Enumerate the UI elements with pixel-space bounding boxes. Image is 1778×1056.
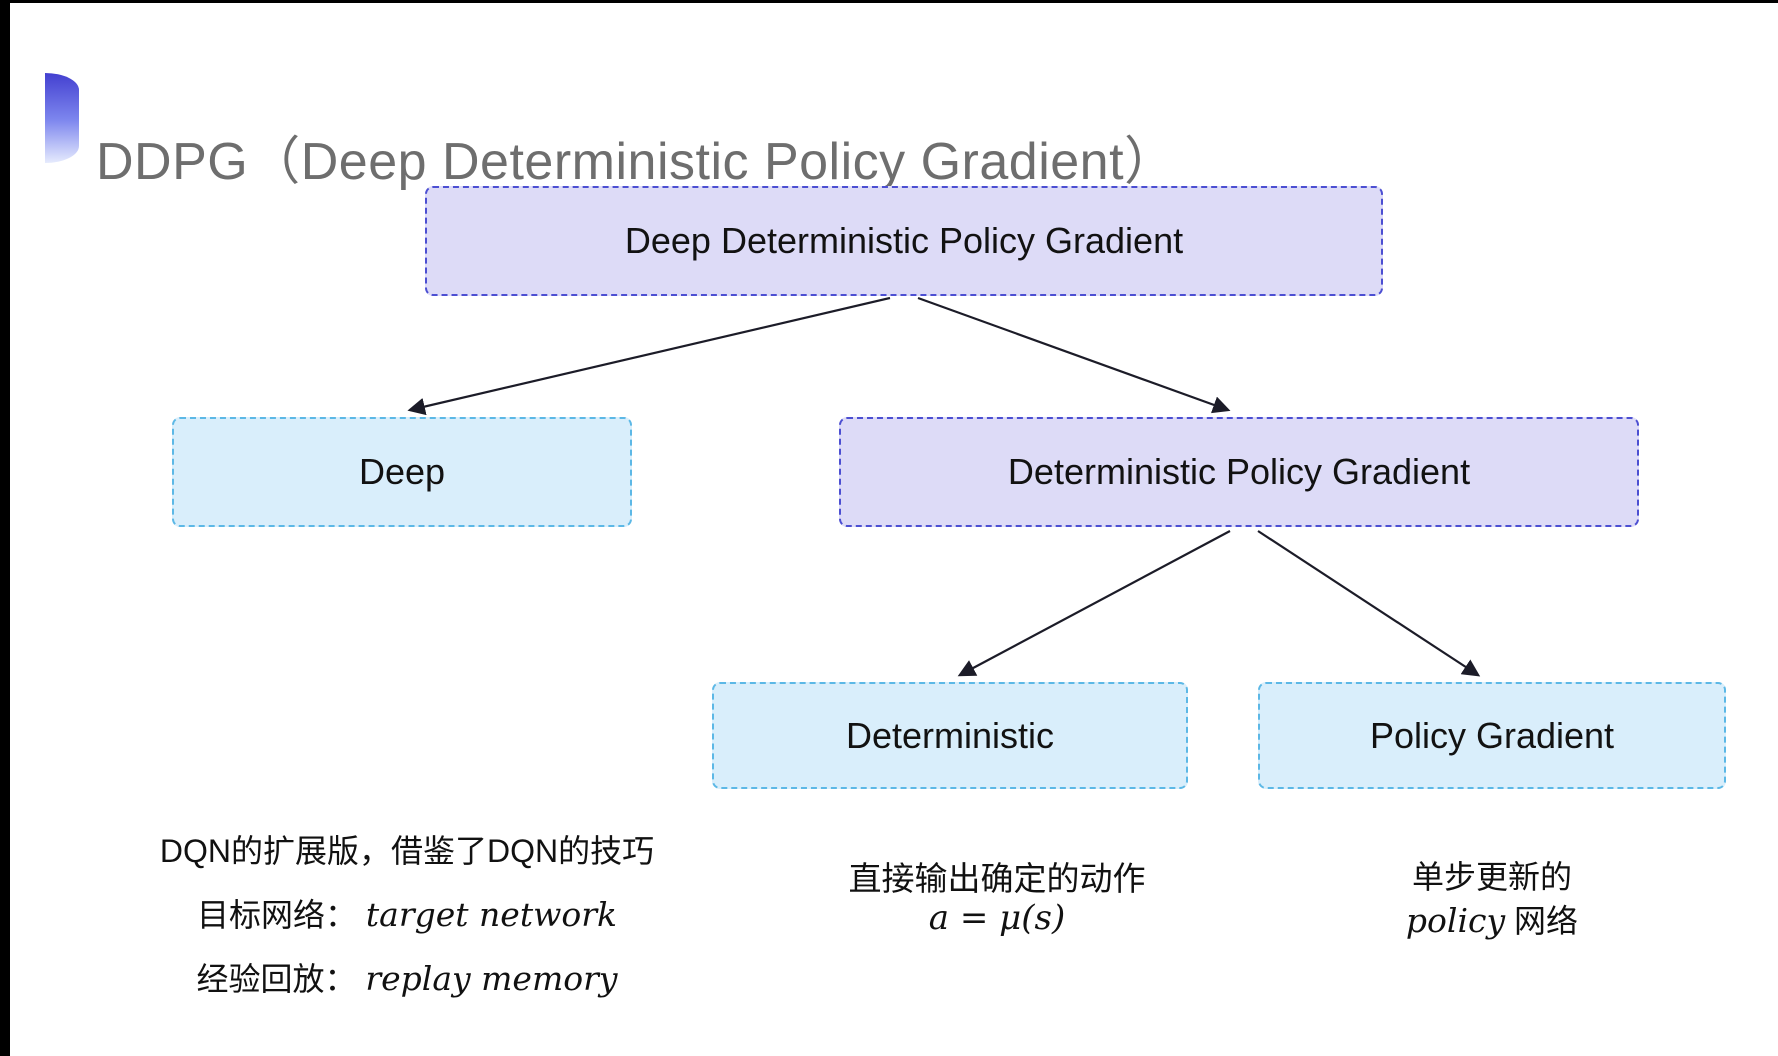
page-title: DDPG（Deep Deterministic Policy Gradient）: [96, 132, 1177, 191]
note-dqn-extension: DQN的扩展版，借鉴了DQN的技巧: [159, 833, 655, 869]
arrow-root-to-dpg: [917, 296, 1231, 414]
arrow-dpg-to-policy-gradient: [1257, 530, 1481, 677]
note-label-zh: 经验回放：: [196, 961, 357, 997]
note-single-step-update: 单步更新的: [1411, 859, 1572, 895]
node-deterministic-policy-gradient: Deterministic Policy Gradient: [839, 417, 1639, 527]
top-frame-strip: [0, 0, 1778, 3]
note-deterministic-action: 直接输出确定的动作: [848, 860, 1146, 897]
formula-a-mu-s: a = μ(s): [928, 898, 1066, 938]
node-label: Deterministic: [845, 714, 1055, 756]
node-label: Deep: [358, 451, 446, 492]
node-deterministic: Deterministic: [712, 682, 1188, 789]
note-policy-network: policy 网络: [1225, 896, 1759, 942]
half-circle-icon: [45, 73, 79, 163]
note-term-en: policy: [1405, 901, 1506, 940]
note-term-en: target network: [365, 895, 617, 934]
note-label-zh: 目标网络：: [197, 897, 358, 933]
node-policy-gradient: Policy Gradient: [1258, 682, 1726, 789]
note-replay-memory: 经验回放： replay memory: [140, 954, 674, 1000]
arrow-root-to-deep: [407, 296, 891, 416]
note-term-en: replay memory: [365, 959, 618, 998]
note-label-zh: 网络: [1505, 903, 1579, 939]
node-deep: Deep: [172, 417, 632, 527]
node-deep-deterministic-policy-gradient: Deep Deterministic Policy Gradient: [425, 186, 1383, 296]
note-deterministic-formula: a = μ(s): [730, 898, 1264, 938]
note-target-network: 目标网络： target network: [140, 890, 674, 936]
node-label: Policy Gradient: [1369, 714, 1615, 756]
node-label: Deterministic Policy Gradient: [1007, 451, 1471, 492]
left-frame-strip: [0, 0, 10, 1056]
arrow-dpg-to-deterministic: [957, 530, 1231, 677]
node-label: Deep Deterministic Policy Gradient: [624, 220, 1184, 261]
